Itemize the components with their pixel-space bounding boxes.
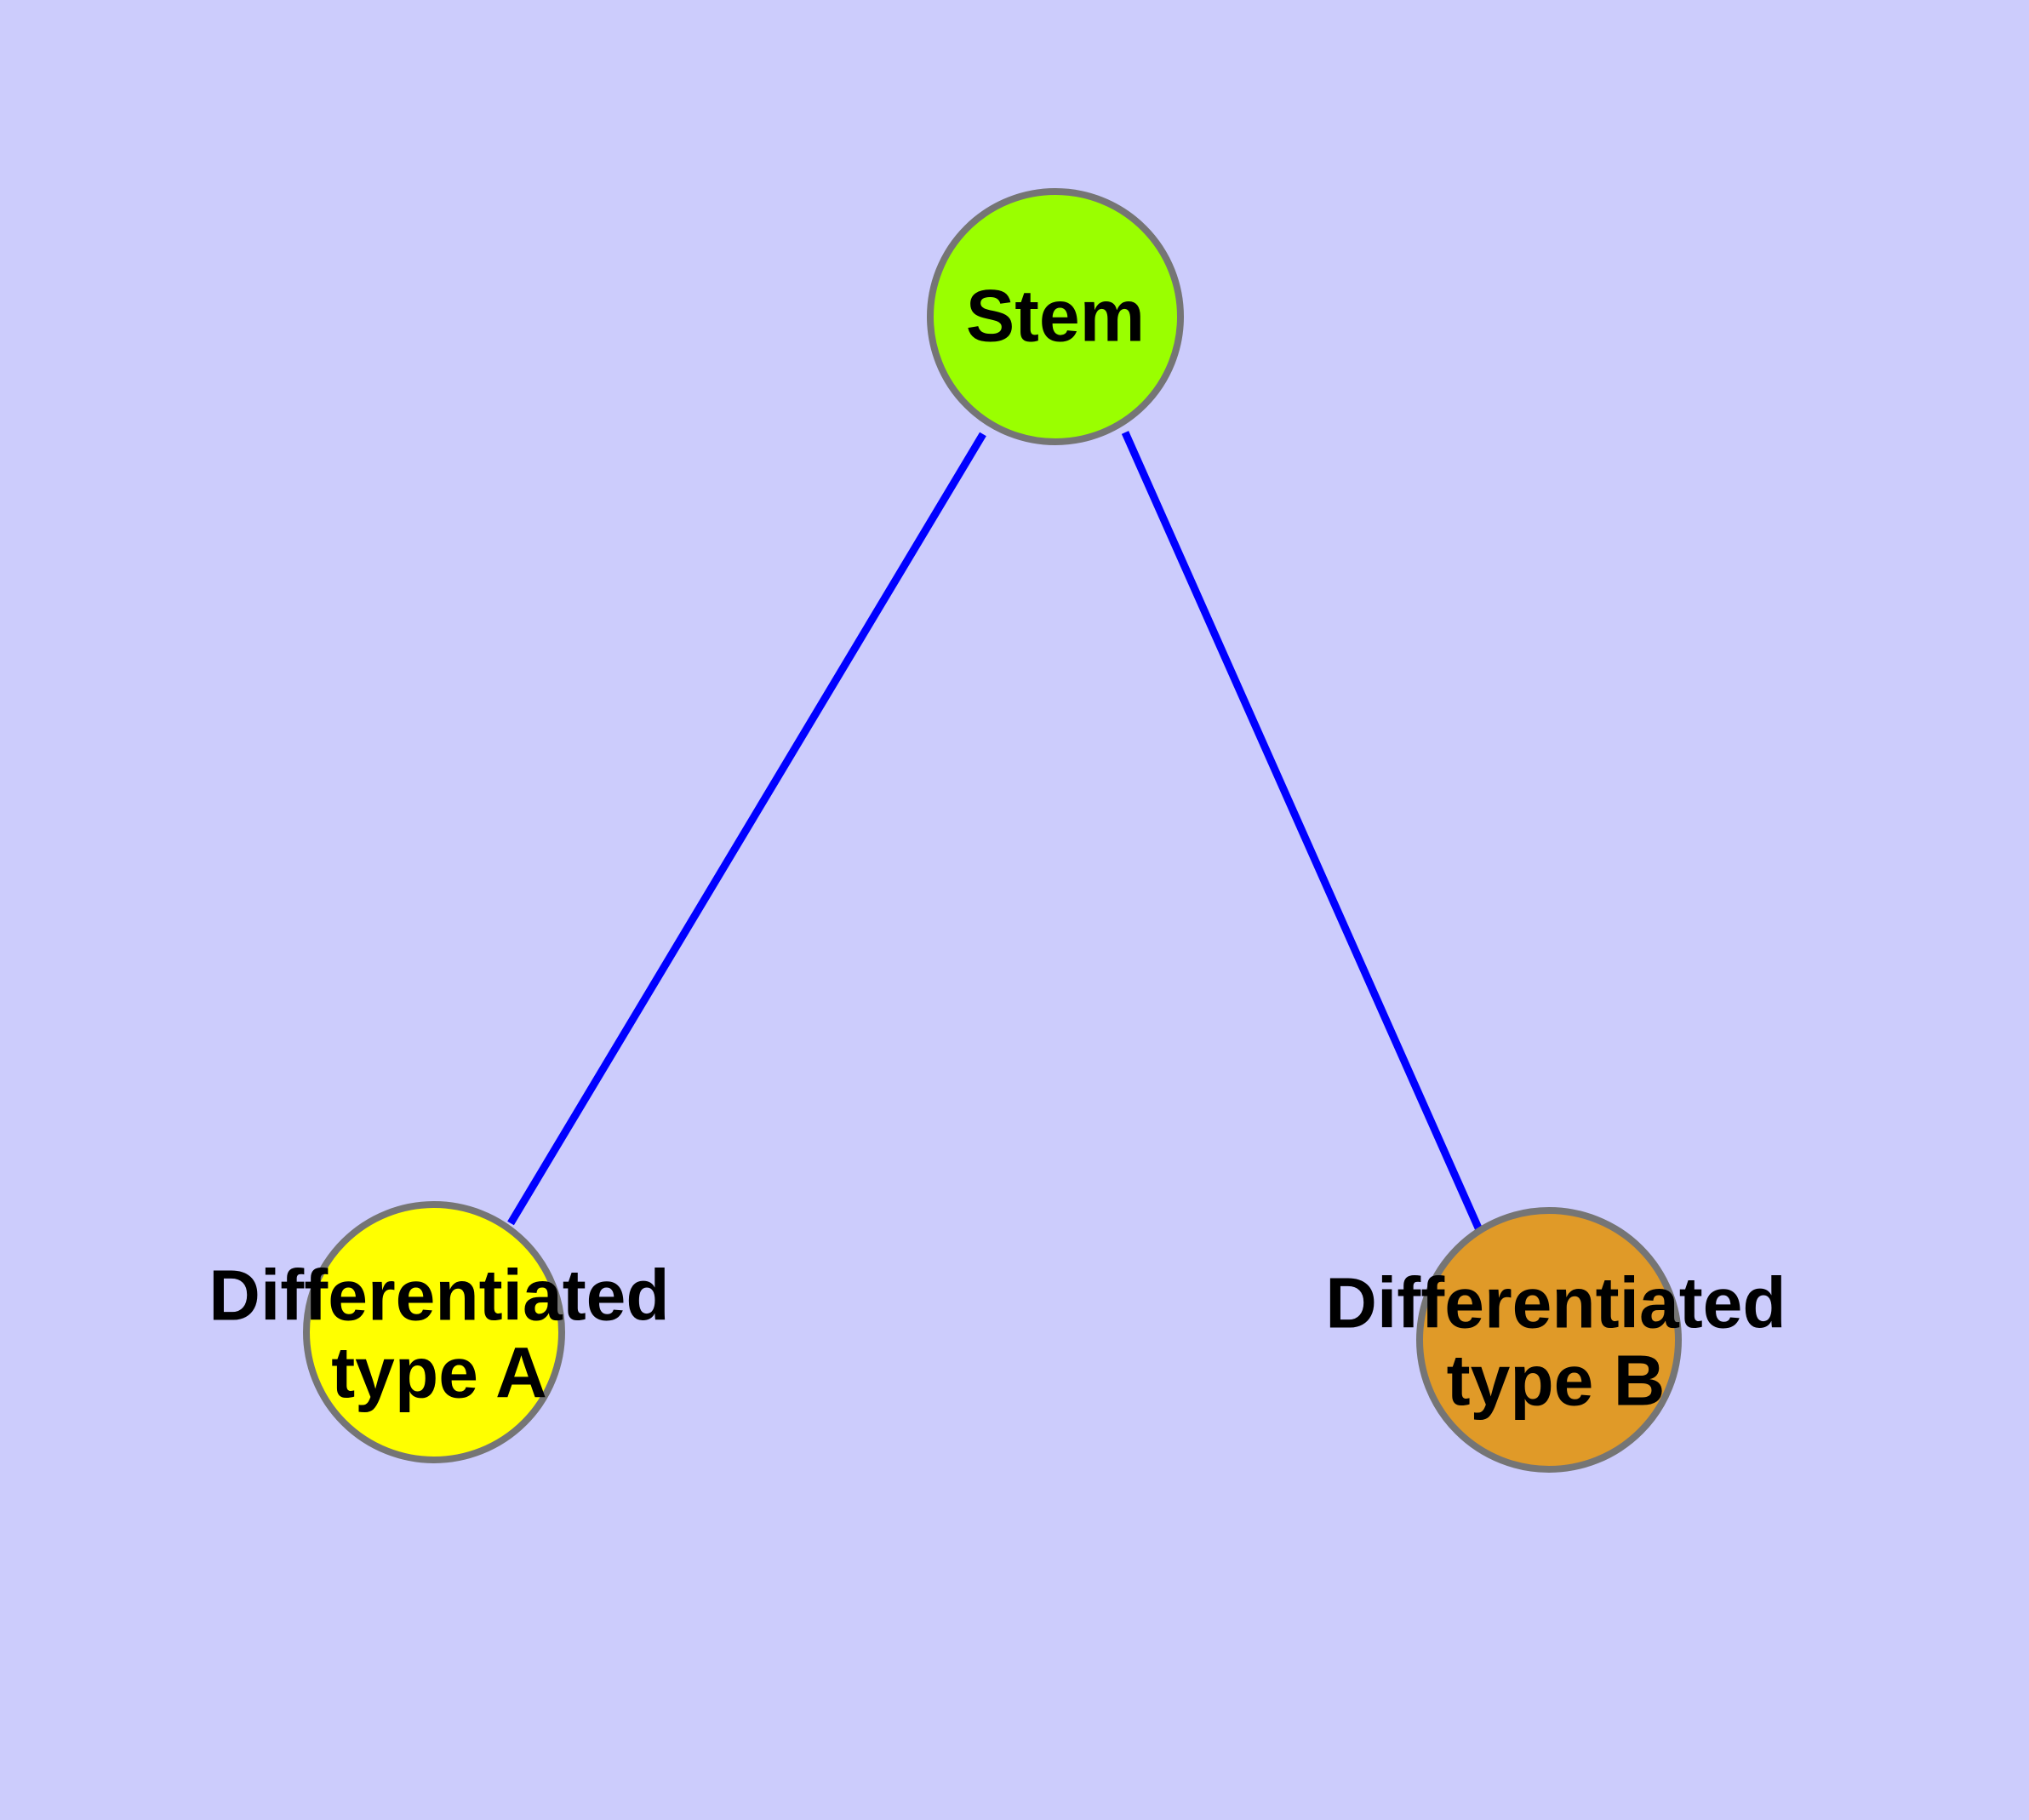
node-differentiated-type-b[interactable] xyxy=(1416,1207,1682,1473)
node-differentiated-type-a[interactable] xyxy=(303,1201,565,1463)
edges-group xyxy=(507,431,1484,1233)
nodes-group xyxy=(303,188,1682,1473)
edge-stem-to-differentiated-type-b[interactable] xyxy=(1121,431,1484,1233)
node-stem[interactable] xyxy=(927,188,1184,445)
edge-stem-to-differentiated-type-a[interactable] xyxy=(507,432,986,1226)
